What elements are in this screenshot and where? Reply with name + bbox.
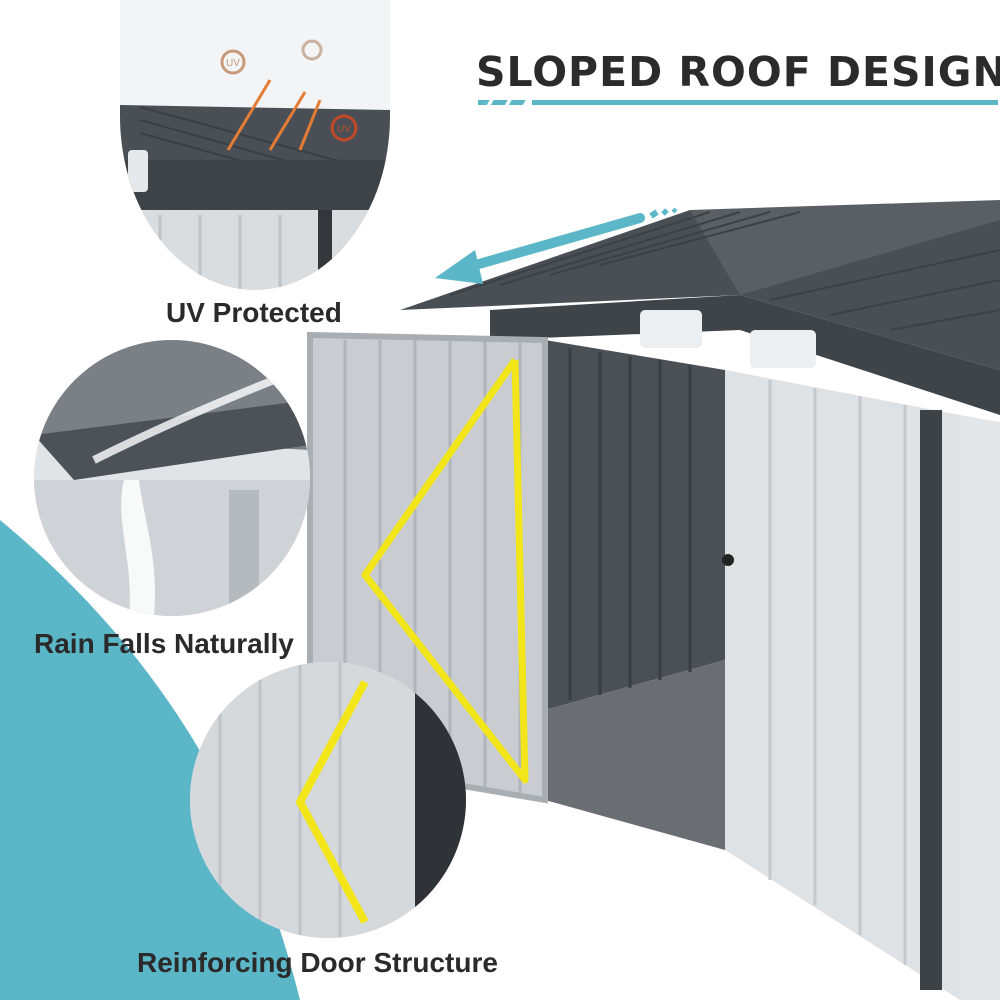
caption-uv-protected: UV Protected [166,297,342,328]
vent-right [750,330,816,368]
door-structure-inset [190,662,466,938]
headline: SLOPED ROOF DESIGN [476,48,1000,96]
water-flow-icon [121,480,156,616]
svg-text:UV: UV [226,58,240,69]
roof-arrow-icon [435,207,678,284]
uv-icon [220,39,358,151]
caption-rain-falls: Rain Falls Naturally [34,628,294,659]
caption-door-structure: Reinforcing Door Structure [137,947,498,978]
headline-underline [478,100,998,105]
shed-illustration [307,200,1000,1000]
door-brace-icon [296,680,369,924]
vent-left [640,310,702,348]
rain-gutter-inset [34,340,310,616]
door-brace-highlight [361,357,529,784]
uv-protection-inset: UV UV [120,0,390,290]
svg-text:UV: UV [337,124,351,135]
